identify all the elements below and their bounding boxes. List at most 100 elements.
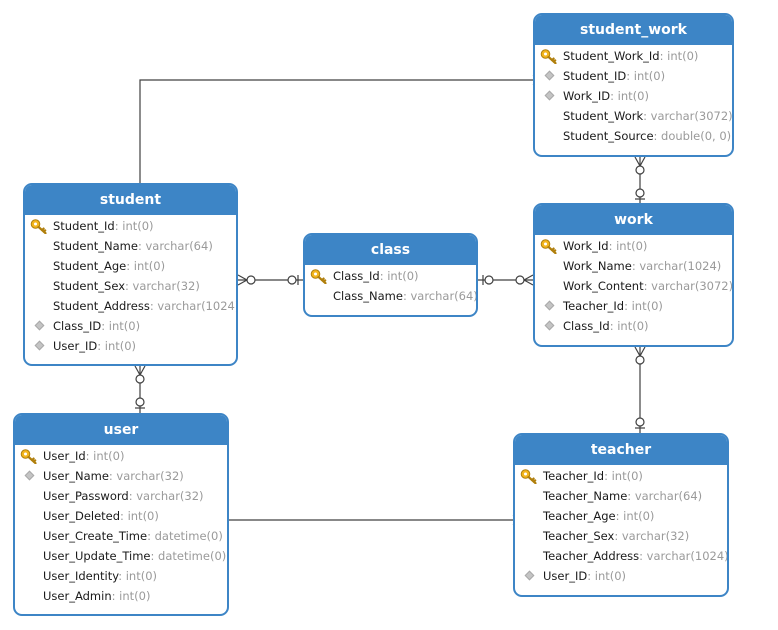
field-type: : varchar(64) bbox=[402, 289, 478, 303]
field-name: Class_Id bbox=[333, 269, 380, 283]
field-row: User_Name: varchar(32) bbox=[15, 466, 227, 486]
rel-work-student_work bbox=[634, 156, 646, 204]
field-row: User_Password: varchar(32) bbox=[15, 486, 227, 506]
field-name: Work_ID bbox=[563, 89, 611, 103]
field-name: Work_Name bbox=[563, 259, 632, 273]
field-row: Teacher_Id: int(0) bbox=[515, 466, 727, 486]
field-row: User_Update_Time: datetime(0) bbox=[15, 546, 227, 566]
entity-title: class bbox=[305, 235, 476, 265]
field-type: : int(0) bbox=[114, 219, 154, 233]
field-row: Student_Sex: varchar(32) bbox=[25, 276, 236, 296]
field-type: : int(0) bbox=[609, 319, 649, 333]
field-type: : datetime(0) bbox=[147, 529, 223, 543]
field-name: Student_Work bbox=[563, 109, 644, 123]
foreign-key-diamond-icon bbox=[34, 340, 45, 351]
field-row: Student_Address: varchar(1024) bbox=[25, 296, 236, 316]
field-row: Class_Id: int(0) bbox=[535, 316, 732, 336]
field-row: User_Admin: int(0) bbox=[15, 586, 227, 606]
field-name: User_Password bbox=[43, 489, 129, 503]
key-icon bbox=[540, 48, 558, 65]
field-name: Teacher_Age bbox=[543, 509, 616, 523]
entity-title: teacher bbox=[515, 435, 727, 465]
field-name: User_ID bbox=[53, 339, 98, 353]
field-name: Teacher_Sex bbox=[543, 529, 615, 543]
field-type: : int(0) bbox=[608, 239, 648, 253]
entity-user[interactable]: user User_Id: int(0)User_Name: varchar(3… bbox=[13, 413, 229, 616]
entity-title: student bbox=[25, 185, 236, 215]
foreign-key-diamond-icon bbox=[544, 320, 555, 331]
field-row: Teacher_Sex: varchar(32) bbox=[515, 526, 727, 546]
field-name: Teacher_Address bbox=[543, 549, 640, 563]
field-type: : int(0) bbox=[624, 299, 663, 313]
field-type: : varchar(1024) bbox=[639, 549, 729, 563]
foreign-key-diamond-icon bbox=[544, 70, 555, 81]
field-row: Class_Name: varchar(64) bbox=[305, 286, 476, 306]
rel-user-teacher bbox=[213, 514, 531, 526]
entity-teacher[interactable]: teacher Teacher_Id: int(0)Teacher_Name: … bbox=[513, 433, 729, 597]
field-row: Student_Name: varchar(64) bbox=[25, 236, 236, 256]
field-row: Teacher_Address: varchar(1024) bbox=[515, 546, 727, 566]
field-type: : int(0) bbox=[111, 589, 151, 603]
field-name: User_Name bbox=[43, 469, 109, 483]
field-type: : varchar(64) bbox=[137, 239, 213, 253]
key-icon bbox=[310, 268, 328, 285]
entity-student_work[interactable]: student_work Student_Work_Id: int(0)Stud… bbox=[533, 13, 734, 157]
field-name: Student_Address bbox=[53, 299, 150, 313]
field-name: User_Admin bbox=[43, 589, 112, 603]
foreign-key-diamond-icon bbox=[24, 470, 35, 481]
field-row: Teacher_Age: int(0) bbox=[515, 506, 727, 526]
entity-title: student_work bbox=[535, 15, 732, 45]
field-list: Work_Id: int(0)Work_Name: varchar(1024)W… bbox=[535, 235, 732, 336]
field-name: Class_Name bbox=[333, 289, 403, 303]
field-row: Work_Name: varchar(1024) bbox=[535, 256, 732, 276]
field-row: Student_Work: varchar(3072) bbox=[535, 106, 732, 126]
field-name: Teacher_Id bbox=[543, 469, 605, 483]
field-row: Student_Work_Id: int(0) bbox=[535, 46, 732, 66]
key-icon bbox=[520, 468, 538, 485]
field-row: User_Deleted: int(0) bbox=[15, 506, 227, 526]
field-type: : datetime(0) bbox=[150, 549, 227, 563]
field-type: : int(0) bbox=[604, 469, 643, 483]
entity-class[interactable]: class Class_Id: int(0)Class_Name: varcha… bbox=[303, 233, 478, 317]
field-row: Class_ID: int(0) bbox=[25, 316, 236, 336]
field-row: Student_ID: int(0) bbox=[535, 66, 732, 86]
field-row: Class_Id: int(0) bbox=[305, 266, 476, 286]
entity-title: user bbox=[15, 415, 227, 445]
foreign-key-diamond-icon bbox=[524, 570, 535, 581]
field-type: : int(0) bbox=[587, 569, 627, 583]
field-type: : varchar(32) bbox=[108, 469, 184, 483]
field-type: : int(0) bbox=[615, 509, 655, 523]
field-type: : int(0) bbox=[659, 49, 699, 63]
field-name: User_Update_Time bbox=[43, 549, 151, 563]
field-name: Student_Id bbox=[53, 219, 115, 233]
field-type: : varchar(32) bbox=[125, 279, 200, 293]
field-type: : int(0) bbox=[126, 259, 166, 273]
field-row: User_Identity: int(0) bbox=[15, 566, 227, 586]
field-list: Student_Id: int(0)Student_Name: varchar(… bbox=[25, 215, 236, 356]
field-type: : int(0) bbox=[379, 269, 419, 283]
field-name: Student_Age bbox=[53, 259, 127, 273]
foreign-key-diamond-icon bbox=[544, 300, 555, 311]
field-name: Class_ID bbox=[53, 319, 102, 333]
field-type: : varchar(32) bbox=[128, 489, 204, 503]
field-name: Work_Id bbox=[563, 239, 609, 253]
field-row: Teacher_Name: varchar(64) bbox=[515, 486, 727, 506]
field-type: : varchar(3072) bbox=[643, 279, 734, 293]
field-name: User_Create_Time bbox=[43, 529, 148, 543]
rel-class-work bbox=[478, 274, 534, 286]
rel-user-student bbox=[134, 365, 146, 413]
field-list: Student_Work_Id: int(0)Student_ID: int(0… bbox=[535, 45, 732, 146]
field-name: Student_Work_Id bbox=[563, 49, 660, 63]
field-row: Work_Content: varchar(3072) bbox=[535, 276, 732, 296]
field-name: Student_Source bbox=[563, 129, 654, 143]
field-type: : varchar(32) bbox=[614, 529, 690, 543]
rel-class-student bbox=[237, 274, 303, 286]
field-row: Work_ID: int(0) bbox=[535, 86, 732, 106]
entity-student[interactable]: student Student_Id: int(0)Student_Name: … bbox=[23, 183, 238, 366]
key-icon bbox=[20, 448, 38, 465]
field-type: : varchar(64) bbox=[627, 489, 703, 503]
field-row: Student_Source: double(0, 0) bbox=[535, 126, 732, 146]
field-name: User_ID bbox=[543, 569, 588, 583]
field-name: Teacher_Name bbox=[543, 489, 628, 503]
entity-work[interactable]: work Work_Id: int(0)Work_Name: varchar(1… bbox=[533, 203, 734, 347]
